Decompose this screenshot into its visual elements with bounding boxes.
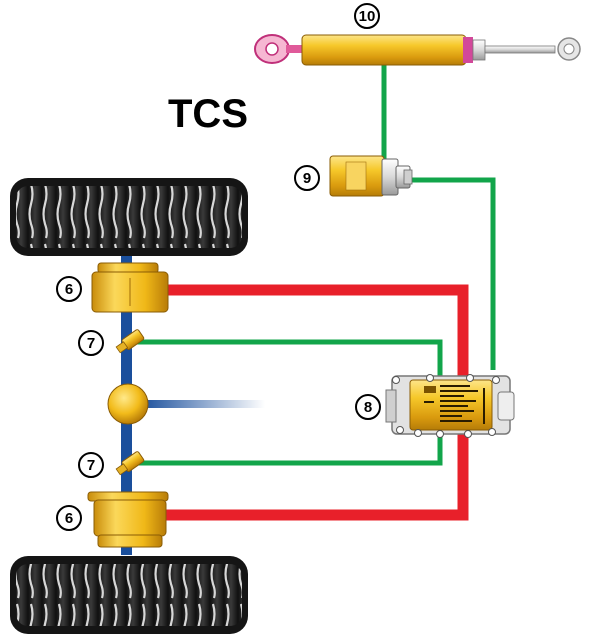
steering-cylinder: [254, 34, 581, 66]
svg-text:6: 6: [65, 281, 73, 298]
driveshaft: [140, 400, 265, 408]
svg-text:9: 9: [303, 170, 311, 187]
diagram-title: TCS: [168, 92, 248, 136]
pressure-sensor: [329, 155, 413, 197]
callout-7-upper: 7: [78, 330, 104, 356]
control-unit: [385, 374, 515, 438]
speed-sensor-upper: [115, 329, 145, 354]
svg-text:8: 8: [364, 399, 372, 416]
brake-unit-upper: [91, 262, 169, 313]
svg-text:10: 10: [359, 8, 376, 25]
brake-unit-lower: [87, 491, 169, 548]
tire-lower: [10, 556, 248, 634]
differential: [107, 383, 149, 425]
callout-6-upper: 6: [56, 276, 82, 302]
callout-9: 9: [294, 165, 320, 191]
svg-text:7: 7: [87, 335, 95, 352]
svg-text:7: 7: [87, 457, 95, 474]
tire-upper: [10, 178, 248, 256]
callout-6-lower: 6: [56, 505, 82, 531]
callout-10: 10: [354, 3, 380, 29]
speed-sensor-lower: [115, 451, 145, 476]
callout-8: 8: [355, 394, 381, 420]
callout-7-lower: 7: [78, 452, 104, 478]
svg-text:6: 6: [65, 510, 73, 527]
